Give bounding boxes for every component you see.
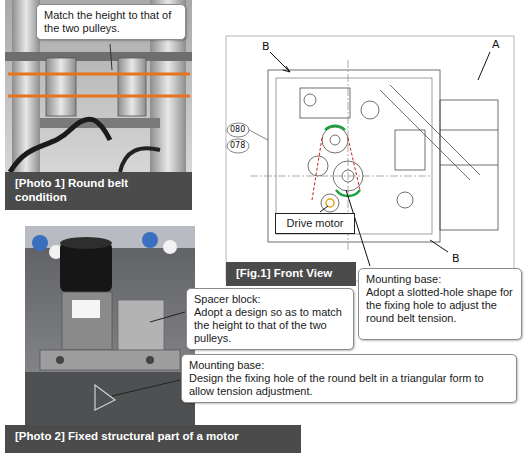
front-view-drawing-part bbox=[330, 135, 340, 145]
section-mark: B bbox=[262, 40, 270, 53]
photo-motor-mount-part bbox=[95, 385, 115, 410]
front-view-drawing-part bbox=[300, 88, 350, 118]
front-view-drawing-part bbox=[440, 130, 498, 131]
front-view-drawing-part bbox=[270, 52, 290, 72]
section-mark: B bbox=[452, 252, 460, 265]
photo-motor-mount-part bbox=[112, 380, 180, 396]
photo-round-belt-part bbox=[46, 58, 76, 116]
photo-motor-mount-part bbox=[146, 356, 154, 364]
front-view-drawing-part bbox=[321, 194, 339, 212]
photo-round-belt-part bbox=[8, 73, 190, 76]
photo-motor-mount bbox=[25, 226, 195, 426]
section-mark: A bbox=[492, 38, 500, 51]
front-view-drawing-part bbox=[440, 100, 498, 230]
callout-heading: Mounting base: bbox=[189, 359, 509, 372]
callout-text: Drive motor bbox=[282, 217, 348, 230]
callout-text: Adopt a slotted-hole shape for the fixin… bbox=[366, 286, 514, 325]
callout-heading: Spacer block: bbox=[194, 293, 346, 306]
front-view-drawing-part bbox=[304, 94, 316, 106]
photo-round-belt-part bbox=[120, 148, 160, 172]
photo-motor-mount-part bbox=[25, 226, 195, 426]
photo-caption: [Photo 1] Round belt condition bbox=[5, 172, 192, 210]
part-number: 080 bbox=[230, 125, 245, 134]
photo-motor-mount-part bbox=[60, 237, 112, 249]
callout-box: Match the height to that of the two pull… bbox=[36, 4, 186, 40]
front-view-drawing-part bbox=[227, 139, 249, 153]
photo-motor-mount-part bbox=[56, 356, 64, 364]
photo-caption: [Photo 2] Fixed structural part of a mot… bbox=[5, 425, 301, 453]
front-view-drawing-part bbox=[322, 127, 348, 153]
part-tag: Drive motor bbox=[275, 213, 355, 234]
front-view-drawing bbox=[226, 36, 514, 281]
photo-motor-mount-part bbox=[25, 372, 195, 426]
front-view-drawing-part bbox=[430, 240, 448, 252]
photo-round-belt-part bbox=[118, 58, 146, 116]
front-view-drawing-part bbox=[397, 192, 413, 208]
front-view-drawing-part bbox=[308, 156, 328, 176]
callout-box: Mounting base:Adopt a slotted-hole shape… bbox=[358, 268, 522, 340]
front-view-drawing-part bbox=[380, 90, 470, 180]
front-view-drawing-part bbox=[325, 126, 360, 196]
front-view-drawing-part bbox=[361, 101, 379, 119]
photo-round-belt-part bbox=[8, 95, 190, 98]
callout-text: Adopt a design so as to match the height… bbox=[194, 306, 346, 345]
photo-motor-mount-part bbox=[40, 350, 180, 370]
front-view-drawing-part bbox=[268, 70, 440, 242]
front-view-drawing-part bbox=[395, 130, 425, 170]
photo-motor-mount-part bbox=[142, 232, 158, 248]
photo-motor-mount-part bbox=[150, 312, 185, 322]
front-view-drawing-part bbox=[226, 36, 514, 281]
callout-text: Design the fixing hole of the round belt… bbox=[189, 372, 509, 398]
front-view-drawing-part bbox=[227, 123, 249, 137]
photo-motor-mount-part bbox=[163, 240, 177, 254]
photo-motor-mount-part bbox=[72, 300, 100, 318]
photo-motor-mount-part bbox=[32, 235, 48, 251]
callout-text: [Photo 2] Fixed structural part of a mot… bbox=[15, 429, 291, 443]
part-number: 078 bbox=[230, 141, 245, 150]
photo-round-belt-part bbox=[5, 0, 192, 172]
photo-round-belt-part bbox=[10, 119, 110, 172]
front-view-drawing-part bbox=[320, 206, 328, 212]
photo-round-belt-part bbox=[110, 44, 112, 70]
callout-text: [Photo 1] Round belt condition bbox=[15, 176, 182, 204]
photo-motor-mount-part bbox=[62, 292, 112, 350]
front-view-drawing-part bbox=[250, 176, 430, 177]
figure-caption: [Fig.1] Front View bbox=[226, 262, 356, 286]
front-view-drawing-part bbox=[478, 52, 490, 80]
front-view-drawing-part bbox=[276, 78, 432, 234]
callout-box: Mounting base:Design the fixing hole of … bbox=[181, 354, 517, 403]
front-view-drawing-part bbox=[283, 66, 290, 72]
callout-heading: Mounting base: bbox=[366, 273, 514, 286]
front-view-drawing-part bbox=[390, 85, 480, 175]
front-view-drawing-part bbox=[326, 199, 334, 207]
photo-motor-mount-part bbox=[60, 242, 112, 292]
callout-box: Spacer block:Adopt a design so as to mat… bbox=[186, 288, 354, 350]
callout-text: [Fig.1] Front View bbox=[236, 266, 346, 280]
front-view-drawing-part bbox=[249, 130, 268, 140]
photo-round-belt-part bbox=[5, 52, 192, 61]
photo-round-belt bbox=[5, 0, 192, 172]
callout-text: Match the height to that of the two pull… bbox=[44, 9, 178, 35]
front-view-drawing-part bbox=[440, 165, 498, 166]
